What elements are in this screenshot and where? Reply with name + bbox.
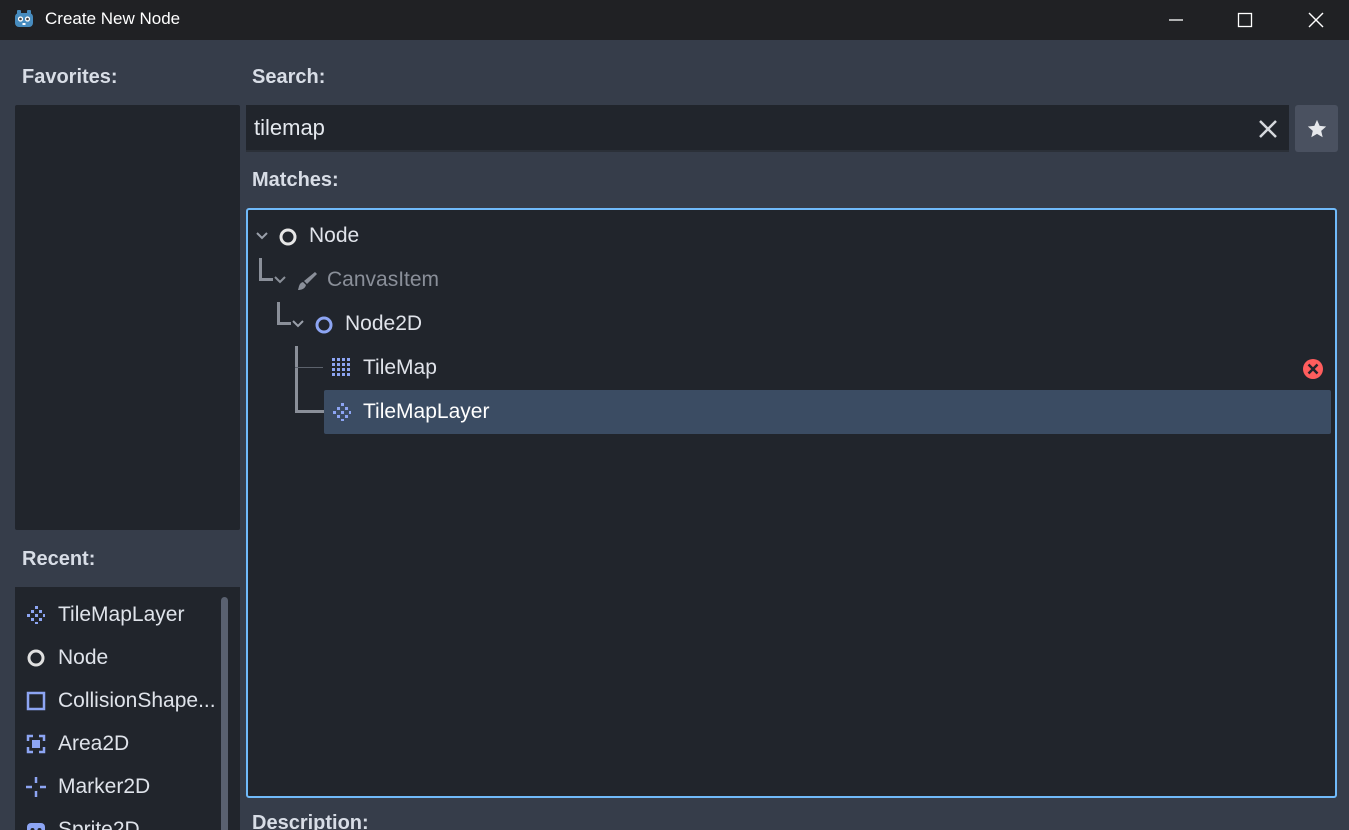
favorites-label: Favorites: xyxy=(22,66,118,88)
recent-item-label: Node xyxy=(58,646,109,669)
search-field xyxy=(246,105,1289,152)
collision-shape-icon xyxy=(26,691,46,711)
clear-search-icon[interactable] xyxy=(1256,117,1280,141)
matches-label: Matches: xyxy=(252,169,339,191)
tree-guide xyxy=(295,367,323,368)
minimize-button[interactable] xyxy=(1141,0,1211,40)
recent-item-node[interactable]: Node xyxy=(15,636,220,679)
area2d-icon xyxy=(26,734,46,754)
chevron-down-icon[interactable] xyxy=(273,274,287,286)
tree-guide xyxy=(277,322,291,325)
tree-guide xyxy=(295,410,325,413)
tree-row-label: Node xyxy=(309,224,360,247)
description-label: Description: xyxy=(252,812,369,830)
deprecated-error-icon xyxy=(1303,359,1323,379)
matches-tree[interactable]: Node CanvasItem Node2D xyxy=(246,208,1337,798)
tree-guide xyxy=(259,278,273,281)
tilemap-grid-icon xyxy=(332,358,350,376)
title-bar: Create New Node xyxy=(0,0,1349,40)
recent-item-tilemaplayer[interactable]: TileMapLayer xyxy=(15,593,220,636)
close-button[interactable] xyxy=(1281,0,1349,40)
search-label: Search: xyxy=(252,66,326,88)
window-title: Create New Node xyxy=(45,9,181,28)
tree-row-tilemap[interactable]: TileMap xyxy=(324,346,1332,390)
tilemaplayer-icon xyxy=(333,403,351,421)
godot-icon xyxy=(15,10,33,27)
tree-row-label: CanvasItem xyxy=(327,268,440,291)
search-input[interactable] xyxy=(254,112,1244,144)
tree-row-label: Node2D xyxy=(345,312,423,335)
recent-item-label: Sprite2D xyxy=(58,818,140,830)
chevron-down-icon[interactable] xyxy=(291,318,305,330)
marker2d-icon xyxy=(26,777,46,797)
favorites-list[interactable] xyxy=(15,105,240,530)
node2d-circle-icon xyxy=(315,316,333,334)
node-circle-icon xyxy=(279,228,297,246)
tree-guide xyxy=(295,346,298,412)
tree-row-tilemaplayer[interactable]: TileMapLayer xyxy=(324,390,1331,434)
maximize-button[interactable] xyxy=(1210,0,1280,40)
chevron-down-icon[interactable] xyxy=(255,230,269,242)
tree-row-node[interactable]: Node xyxy=(250,214,1330,258)
recent-item-label: TileMapLayer xyxy=(58,603,185,626)
recent-label: Recent: xyxy=(22,548,96,570)
node-circle-icon xyxy=(27,649,45,667)
close-icon xyxy=(1308,12,1324,28)
tilemaplayer-icon xyxy=(27,606,45,624)
paintbrush-icon xyxy=(298,272,317,290)
maximize-icon xyxy=(1237,12,1253,28)
recent-item-area2d[interactable]: Area2D xyxy=(15,722,220,765)
tree-row-label: TileMap xyxy=(363,356,437,379)
recent-item-sprite2d[interactable]: Sprite2D xyxy=(15,808,220,830)
recent-item-marker2d[interactable]: Marker2D xyxy=(15,765,220,808)
tree-row-label: TileMapLayer xyxy=(363,400,490,423)
recent-item-label: Area2D xyxy=(58,732,130,755)
recent-item-label: CollisionShape... xyxy=(58,689,216,712)
favorite-toggle-button[interactable] xyxy=(1295,105,1338,152)
tree-guide xyxy=(259,258,262,280)
tree-guide xyxy=(277,302,280,324)
tree-row-node2d[interactable]: Node2D xyxy=(250,302,1330,346)
recent-item-label: Marker2D xyxy=(58,775,151,798)
create-node-dialog: Favorites: Recent: TileMapLayer Node Col… xyxy=(0,40,1349,830)
minimize-icon xyxy=(1169,19,1183,21)
sprite2d-icon xyxy=(27,823,45,830)
star-icon xyxy=(1307,119,1326,137)
recent-list: TileMapLayer Node CollisionShape... Area… xyxy=(15,587,240,830)
tree-row-canvasitem[interactable]: CanvasItem xyxy=(250,258,1330,302)
recent-scrollbar[interactable] xyxy=(221,597,228,830)
recent-item-collisionshape[interactable]: CollisionShape... xyxy=(15,679,220,722)
